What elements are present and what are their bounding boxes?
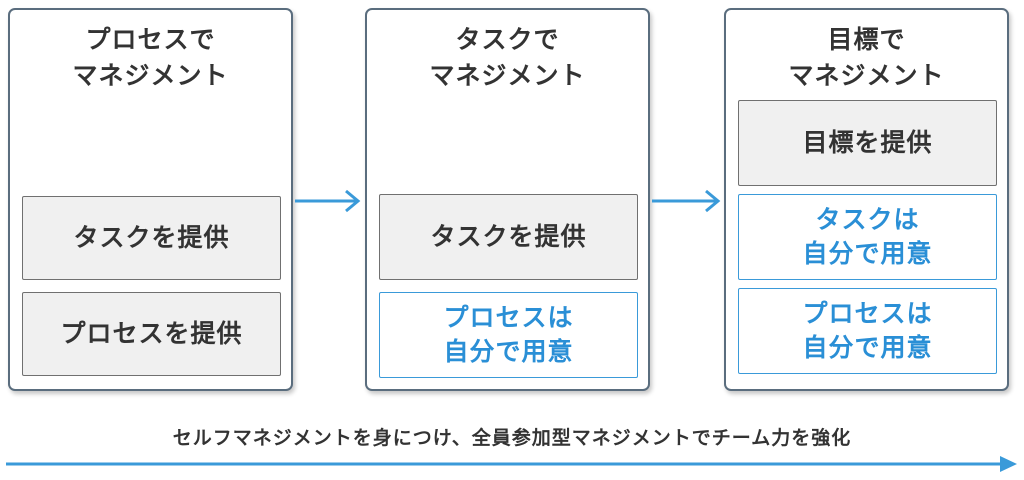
panel-task-management: タスクで マネジメント タスクを提供 プロセスは 自分で用意 xyxy=(365,8,650,391)
box-prepare-process-yourself: プロセスは 自分で用意 xyxy=(379,292,638,378)
box-label: タスクは 自分で用意 xyxy=(802,205,933,268)
box-label: プロセスは 自分で用意 xyxy=(443,303,574,366)
panel-title: プロセスで マネジメント xyxy=(72,25,229,90)
panel-title: 目標で マネジメント xyxy=(788,25,945,90)
box-provide-goals: 目標を提供 xyxy=(738,100,997,186)
box-label: プロセスは 自分で用意 xyxy=(802,299,933,362)
box-prepare-tasks-yourself: タスクは 自分で用意 xyxy=(738,194,997,280)
box-provide-process: プロセスを提供 xyxy=(22,292,281,376)
right-arrow-icon xyxy=(295,189,361,213)
box-label: タスクを提供 xyxy=(430,222,587,251)
box-label: プロセスを提供 xyxy=(60,319,243,348)
box-prepare-process-yourself: プロセスは 自分で用意 xyxy=(738,288,997,374)
box-label: タスクを提供 xyxy=(73,223,230,252)
box-provide-tasks: タスクを提供 xyxy=(379,194,638,280)
panel-process-management: プロセスで マネジメント タスクを提供 プロセスを提供 xyxy=(8,8,293,391)
box-provide-tasks: タスクを提供 xyxy=(22,196,281,280)
long-right-arrow-icon xyxy=(6,456,1017,472)
box-label: 目標を提供 xyxy=(802,128,933,157)
right-arrow-icon xyxy=(652,189,721,213)
panel-title: タスクで マネジメント xyxy=(429,25,586,90)
panel-goal-management: 目標で マネジメント 目標を提供 タスクは 自分で用意 プロセスは 自分で用意 xyxy=(724,8,1009,391)
caption: セルフマネジメントを身につけ、全員参加型マネジメントでチーム力を強化 xyxy=(172,427,852,449)
